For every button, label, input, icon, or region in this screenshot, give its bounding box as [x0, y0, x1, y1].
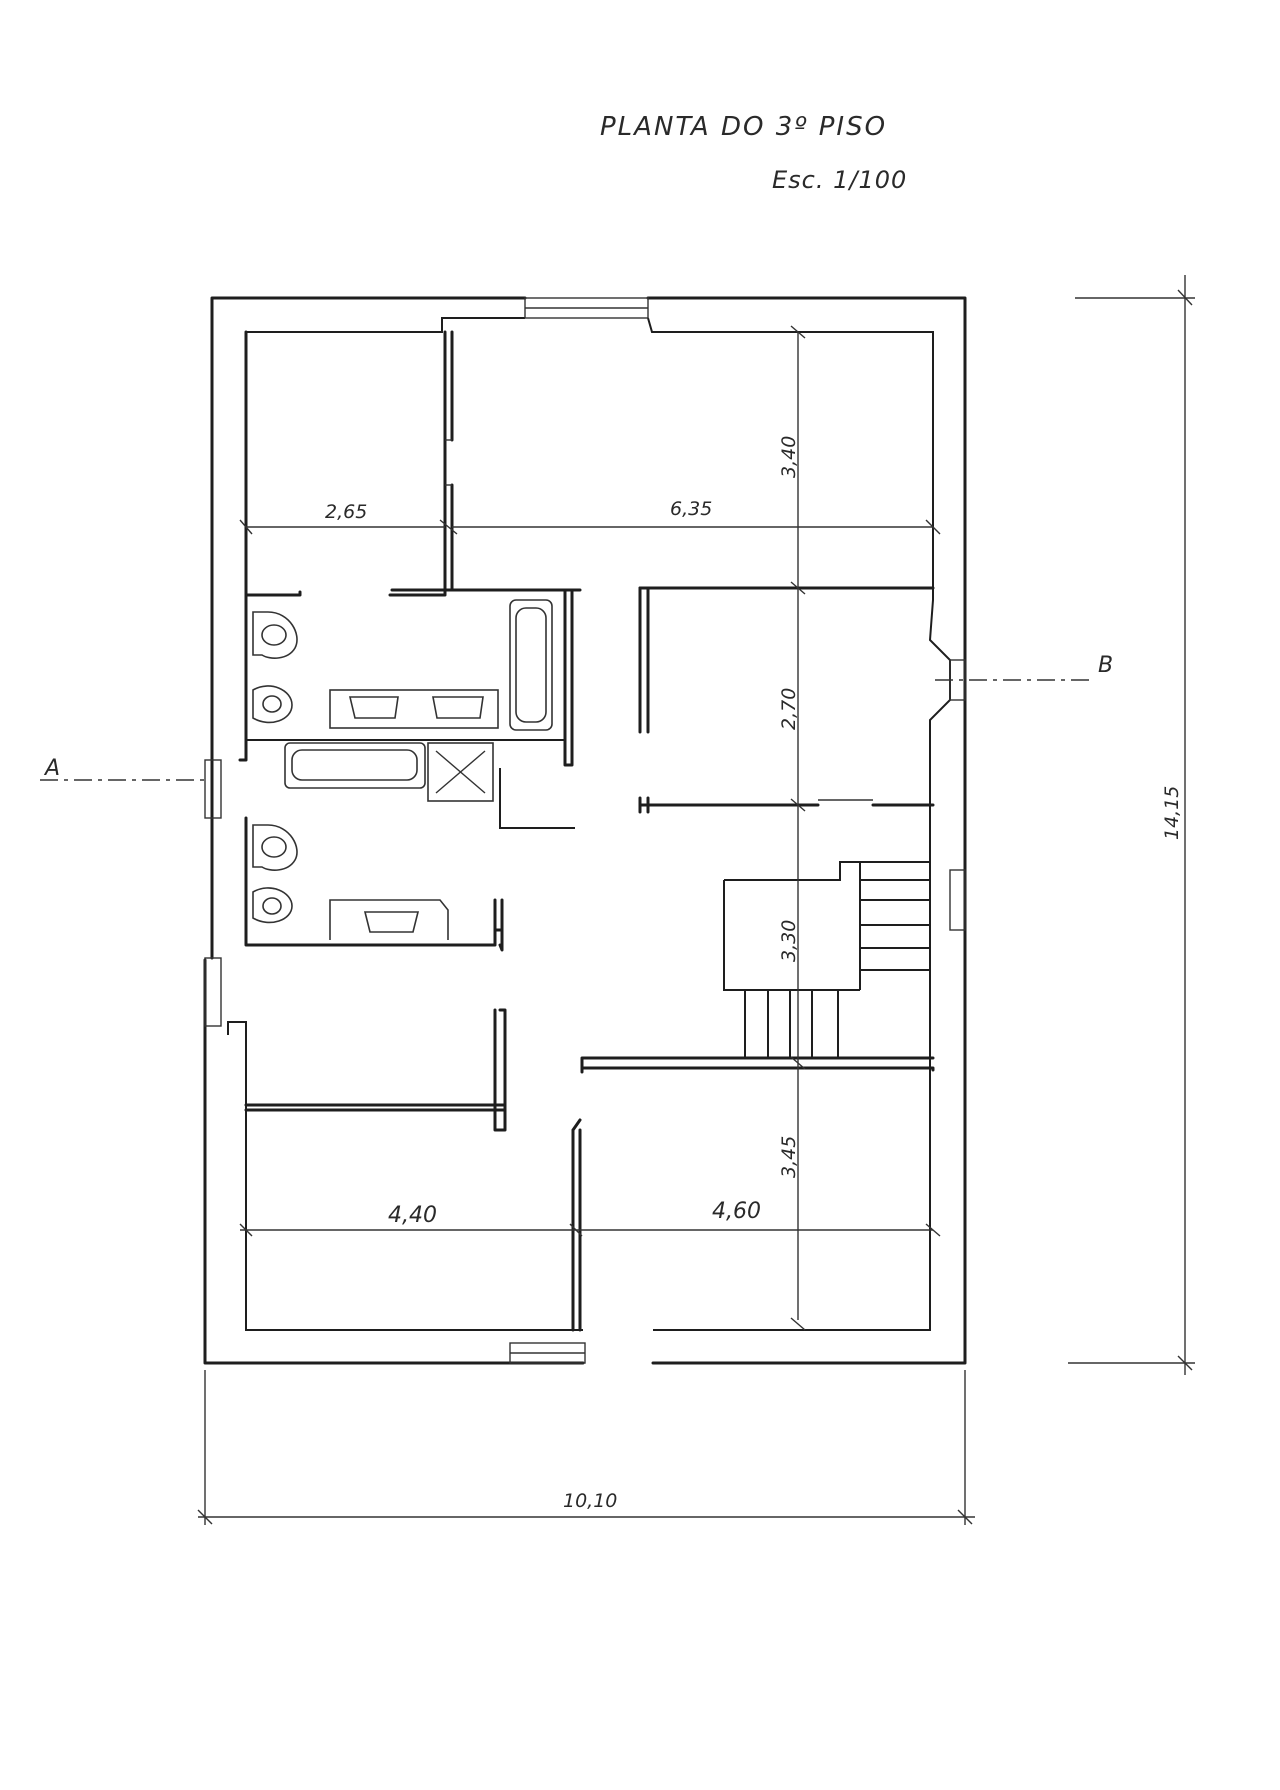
plan-title: PLANTA DO 3º PISO — [600, 112, 887, 142]
dim-room-bottom-left-width: 4,40 — [388, 1203, 437, 1228]
dim-room-top-right-depth: 3,40 — [778, 436, 800, 478]
interior-walls — [238, 330, 935, 1332]
exterior-walls — [203, 296, 967, 1365]
dim-room-top-left-width: 2,65 — [325, 501, 367, 523]
section-marker-b: B — [1098, 653, 1113, 678]
dimension-lines — [40, 275, 1195, 1525]
dim-total-width: 10,10 — [563, 1490, 617, 1512]
dim-room-bottom-right-width: 4,60 — [712, 1199, 761, 1224]
dim-room-bottom-right-depth: 3,45 — [778, 1136, 800, 1178]
section-marker-a: A — [43, 756, 60, 781]
plan-scale: Esc. 1/100 — [772, 166, 907, 194]
dim-stair-depth: 3,30 — [778, 920, 800, 962]
bathroom-fixtures — [252, 599, 553, 940]
dim-room-top-right-width: 6,35 — [670, 498, 712, 520]
dim-total-depth: 14,15 — [1161, 786, 1183, 840]
dim-room-right-mid-depth: 2,70 — [778, 688, 800, 730]
